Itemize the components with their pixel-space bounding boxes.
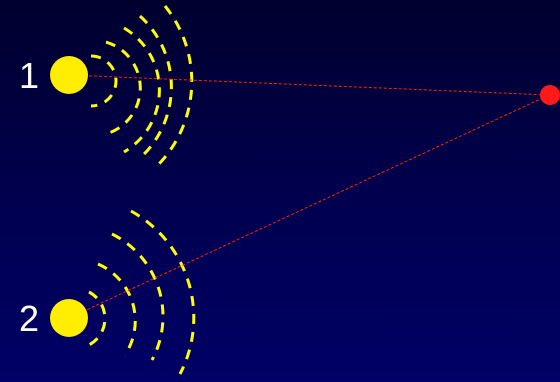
wavefront-1-d <box>140 16 171 158</box>
wavefront-2-d <box>131 211 194 374</box>
source-1-label: 1 <box>19 55 39 96</box>
wavefront-2-a <box>89 292 105 345</box>
wavefront-2-c <box>112 234 163 360</box>
source-2-dot <box>50 299 88 337</box>
wavefront-1-e <box>155 6 192 168</box>
wavefronts-source-1 <box>91 6 192 168</box>
ray-source-2 <box>69 95 549 318</box>
wavefront-1-a <box>91 56 116 106</box>
wavefront-1-b <box>106 42 140 134</box>
target-point <box>540 85 560 105</box>
source-2-label: 2 <box>19 298 39 339</box>
source-1-dot <box>50 56 88 94</box>
wavefronts-source-2 <box>89 211 194 374</box>
